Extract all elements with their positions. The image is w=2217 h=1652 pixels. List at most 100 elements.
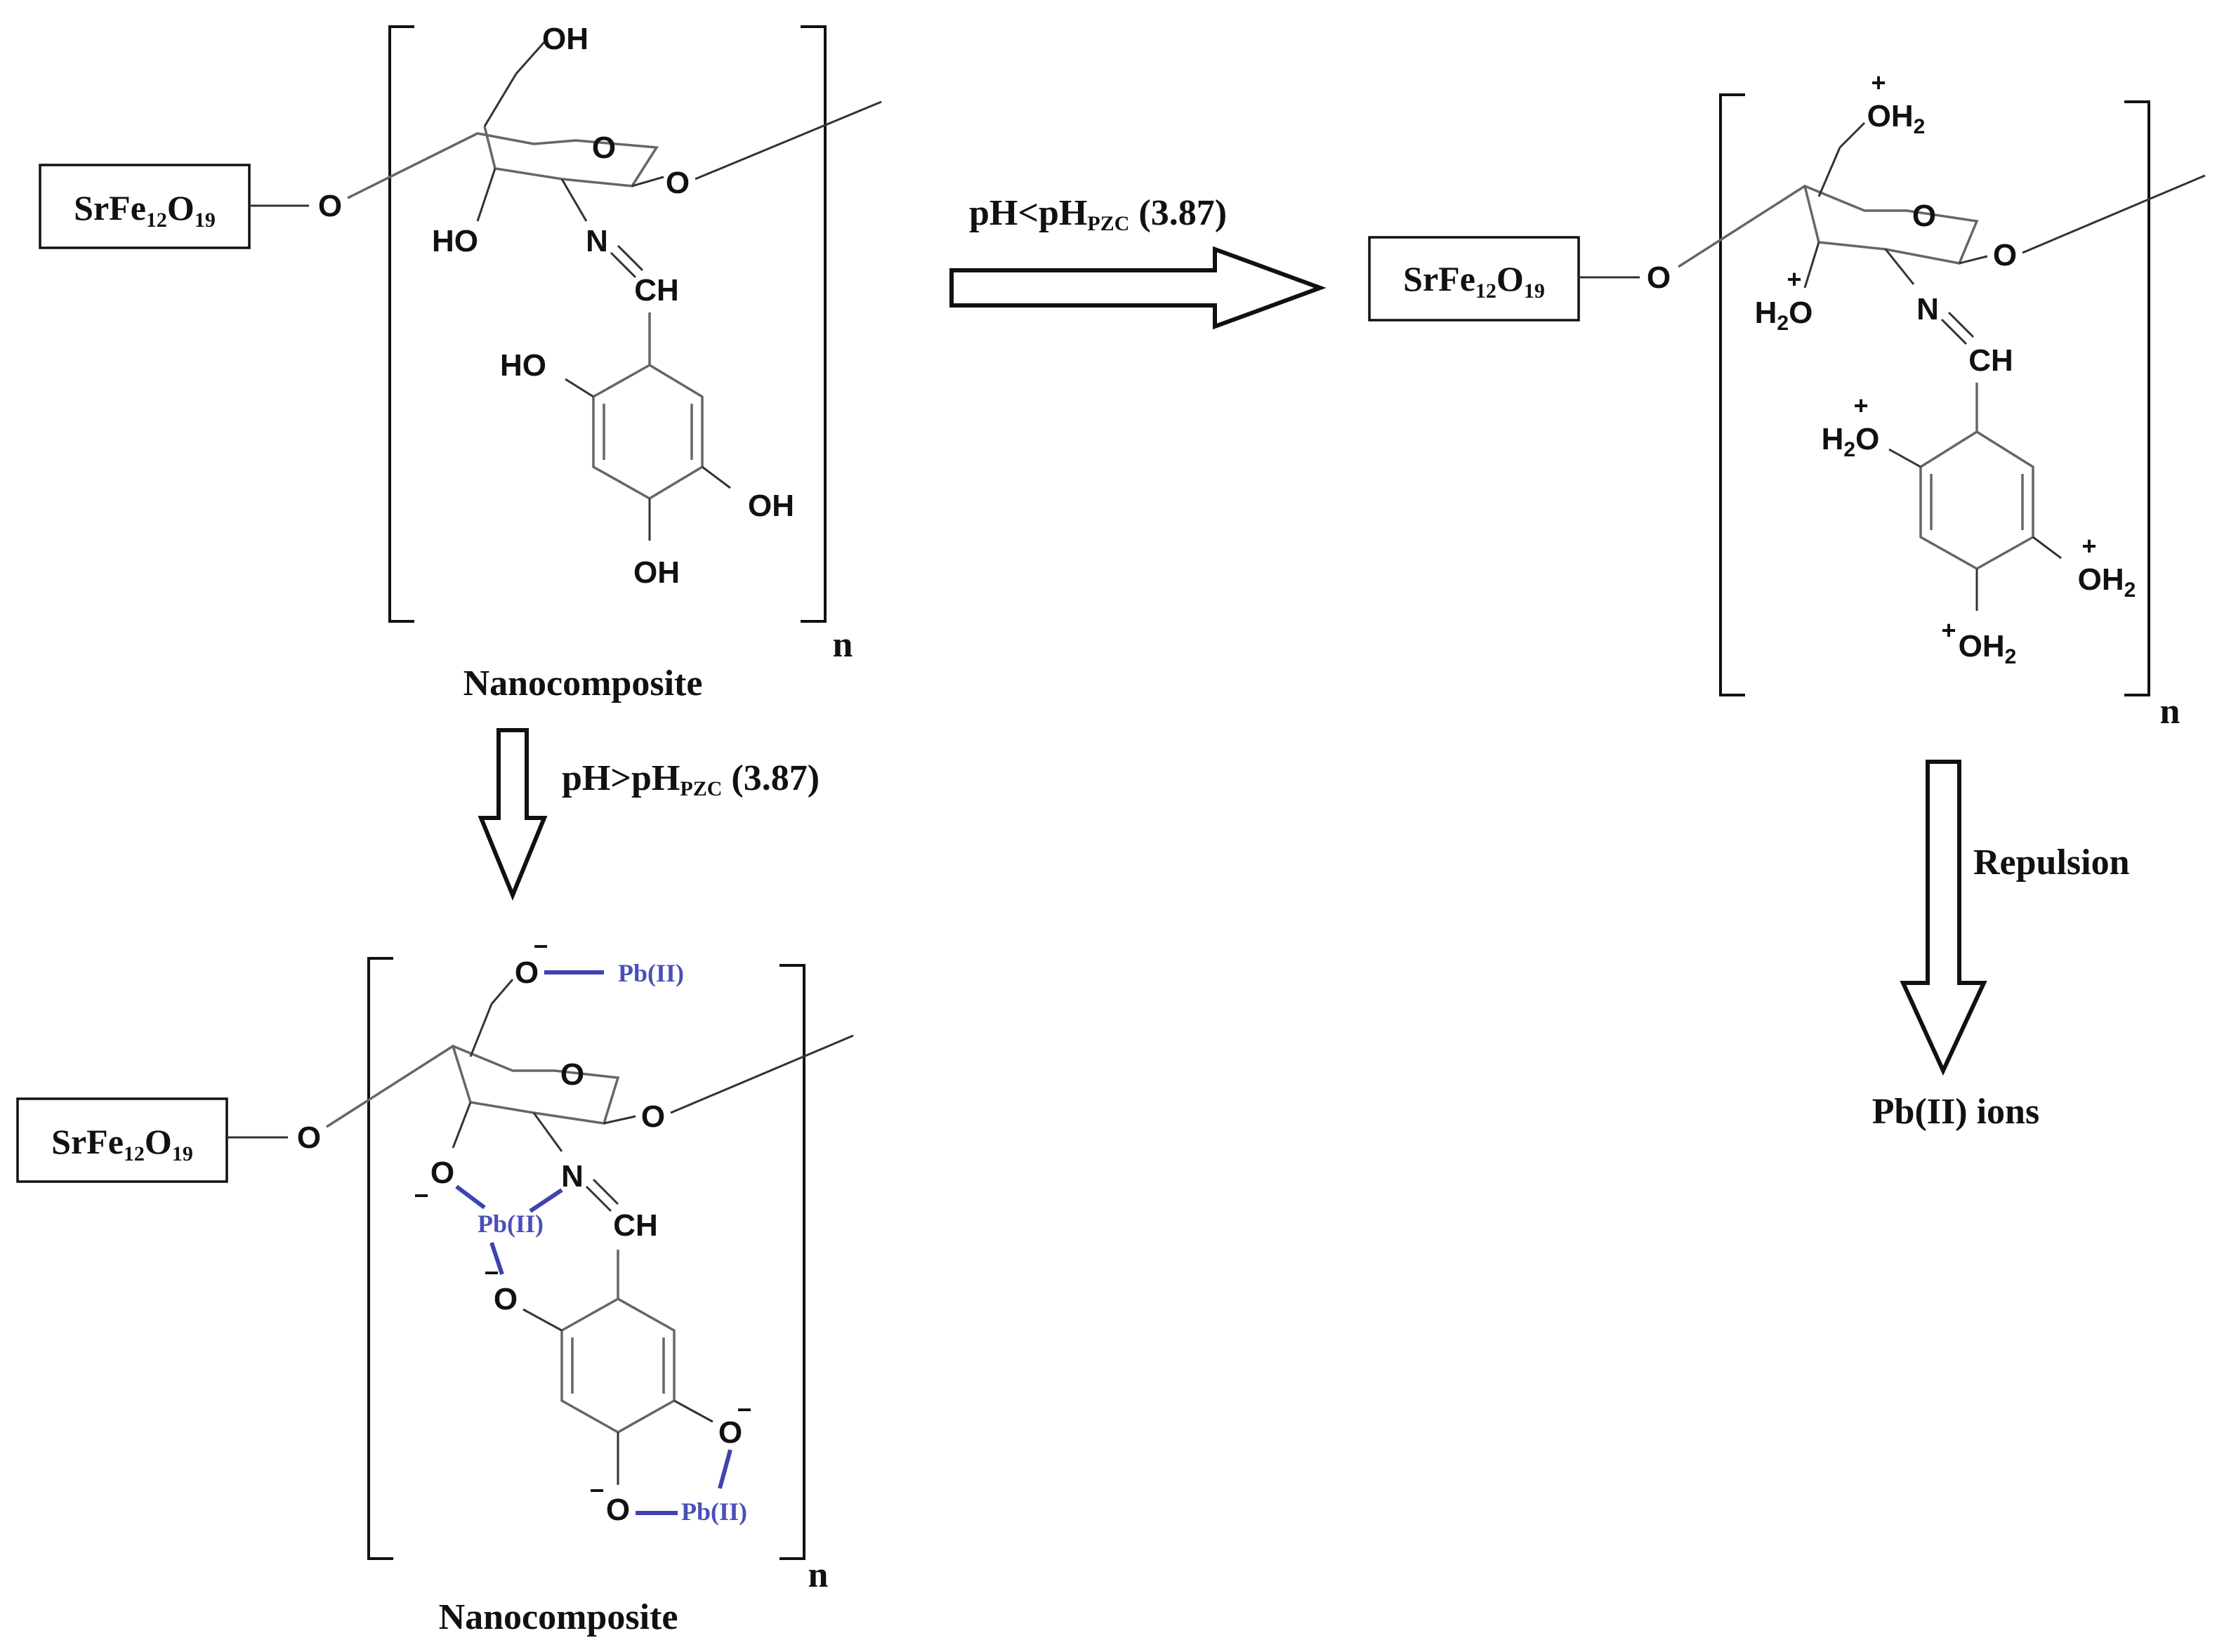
glyco-oxygen-bottom: O bbox=[641, 1099, 665, 1134]
ch2-oh-bond bbox=[515, 41, 546, 74]
ar-oh-2: HO bbox=[500, 348, 546, 383]
link-oxygen-right: O bbox=[1647, 260, 1671, 295]
acid-arrow bbox=[949, 246, 1327, 330]
charge-oh2-6: + bbox=[1871, 68, 1886, 97]
imine-double-bottom bbox=[585, 1185, 612, 1212]
repeat-n: n bbox=[833, 625, 853, 665]
charge-oh2-ar-5: + bbox=[1941, 616, 1956, 645]
o-ar-4-bottom: O bbox=[718, 1415, 742, 1450]
link-oxygen-bottom: O bbox=[297, 1121, 321, 1155]
c2-n-bond bbox=[560, 178, 588, 222]
chain-bond-bottom bbox=[670, 1034, 854, 1114]
caption-bottom-left: Nanocomposite bbox=[439, 1597, 678, 1637]
glyco-oxygen: O bbox=[666, 166, 690, 200]
charge-o-ar-2: − bbox=[484, 1258, 499, 1287]
protonated-nanocomposite: SrFe12O19 O n OH2 + O O H2O + N CH H2O +… bbox=[1368, 68, 2206, 732]
chain-bond-right bbox=[695, 100, 882, 180]
glucosamine-ring-bottom bbox=[326, 1045, 620, 1128]
repulsion-arrow-group: Repulsion Pb(II) ions bbox=[1872, 760, 2130, 1132]
imine-double-bond-2 bbox=[617, 244, 644, 272]
benzene-ring-right bbox=[1919, 383, 2034, 571]
bracket-left-bottom bbox=[367, 957, 393, 1560]
core-label-bottom: SrFe12O19 bbox=[51, 1122, 193, 1165]
o-ar-2-bottom: O bbox=[494, 1282, 518, 1316]
core-box-bottom bbox=[16, 1097, 228, 1183]
ar-oh-bond-2 bbox=[565, 378, 594, 398]
repulsion-label: Repulsion bbox=[1973, 842, 2130, 883]
oh2-ar-5: OH2 bbox=[1959, 629, 2017, 668]
pb-bond-2c bbox=[489, 1242, 504, 1275]
ar-bond-4-right bbox=[2032, 536, 2062, 560]
ar-oh-bond-4 bbox=[702, 465, 731, 489]
bracket-left bbox=[388, 25, 414, 623]
chain-bond-right-right bbox=[2022, 174, 2206, 254]
charge-o-ar-5: − bbox=[589, 1476, 604, 1505]
acid-arrow-group: pH<pHPZC (3.87) bbox=[949, 193, 1327, 330]
o-ar-5-bottom: O bbox=[606, 1493, 630, 1527]
bracket-right-right bbox=[2124, 100, 2150, 696]
glucosamine-ring bbox=[347, 126, 659, 199]
oh2-6: OH2 bbox=[1867, 99, 1926, 138]
pb-complex-nanocomposite: SrFe12O19 O n O − Pb(II) O O O − N CH Pb… bbox=[16, 932, 854, 1637]
nanocomposite-top-left: SrFe12O19 O n OH O O HO N CH HO OH OH Na… bbox=[39, 22, 882, 703]
base-arrow-group: pH>pHPZC (3.87) bbox=[478, 728, 820, 901]
o-6-bottom: O bbox=[515, 956, 539, 990]
benzene-ring bbox=[592, 312, 704, 501]
ch2-o-bond-bottom bbox=[490, 979, 514, 1005]
charge-oh2-ar-4: + bbox=[2081, 531, 2096, 560]
ar-oh-5: OH bbox=[633, 555, 680, 590]
pb-bond-2a bbox=[455, 1184, 486, 1210]
ar-oh-4: OH bbox=[748, 489, 794, 523]
charge-oh2-3: + bbox=[1787, 265, 1801, 293]
ring-oxygen: O bbox=[592, 131, 616, 165]
imine-ch: CH bbox=[634, 273, 679, 308]
imine-nitrogen-right: N bbox=[1916, 292, 1939, 326]
c2-n-bond-bottom bbox=[532, 1112, 563, 1152]
c3-oh-bond bbox=[476, 168, 496, 222]
c3-o-bond-bottom bbox=[452, 1102, 472, 1149]
acid-condition: pH<pHPZC (3.87) bbox=[969, 193, 1227, 235]
c2-n-bond-right bbox=[1884, 249, 1915, 285]
glyco-bond bbox=[631, 176, 664, 187]
core-label: SrFe12O19 bbox=[74, 188, 216, 232]
ch2-bond-bottom bbox=[469, 1003, 493, 1057]
glyco-bond-bottom bbox=[603, 1115, 636, 1125]
glyco-oxygen-right: O bbox=[1993, 238, 2017, 272]
c3-bond-right bbox=[1803, 242, 1820, 289]
oh-3: HO bbox=[432, 224, 478, 258]
caption-top-left: Nanocomposite bbox=[463, 663, 703, 703]
ar-o-bond-4-bottom bbox=[673, 1399, 713, 1423]
glucosamine-ring-right bbox=[1678, 185, 1979, 268]
oh2-3: H2O bbox=[1755, 296, 1813, 335]
glyco-bond-right bbox=[1959, 255, 1988, 265]
o-3-bottom: O bbox=[430, 1156, 454, 1190]
caption-pb-ions: Pb(II) ions bbox=[1872, 1092, 2039, 1132]
bracket-left-right bbox=[1719, 93, 1745, 696]
imine-double-bottom-2 bbox=[592, 1178, 619, 1205]
repulsion-arrow bbox=[1900, 760, 1987, 1076]
pb-bond-3a bbox=[718, 1449, 732, 1489]
pb-label-3: Pb(II) bbox=[681, 1498, 747, 1526]
ar-bond-2-right bbox=[1888, 448, 1921, 468]
imine-nitrogen-bottom: N bbox=[561, 1159, 584, 1194]
ring-oxygen-bottom: O bbox=[560, 1057, 584, 1092]
ring-oxygen-right: O bbox=[1912, 199, 1936, 233]
repeat-n-bottom: n bbox=[808, 1555, 829, 1595]
charge-o-3: − bbox=[414, 1181, 428, 1210]
base-condition: pH>pHPZC (3.87) bbox=[562, 758, 820, 800]
link-oxygen: O bbox=[318, 189, 342, 223]
core-label-right: SrFe12O19 bbox=[1403, 259, 1545, 303]
bracket-right-bottom bbox=[779, 964, 805, 1560]
core-box bbox=[39, 164, 251, 249]
imine-ch-bottom: CH bbox=[613, 1208, 658, 1243]
repeat-n-right: n bbox=[2160, 692, 2180, 732]
charge-o-ar-4: − bbox=[737, 1395, 751, 1424]
ch2-oh-bond-right bbox=[1838, 121, 1866, 149]
base-arrow bbox=[478, 728, 548, 901]
imine-ch-right: CH bbox=[1968, 343, 2013, 378]
ar-o-bond-2-bottom bbox=[522, 1308, 563, 1332]
imine-double-bond bbox=[610, 251, 637, 279]
ch2-bond-right bbox=[1817, 147, 1841, 197]
oh2-ar-4: OH2 bbox=[2078, 562, 2136, 602]
